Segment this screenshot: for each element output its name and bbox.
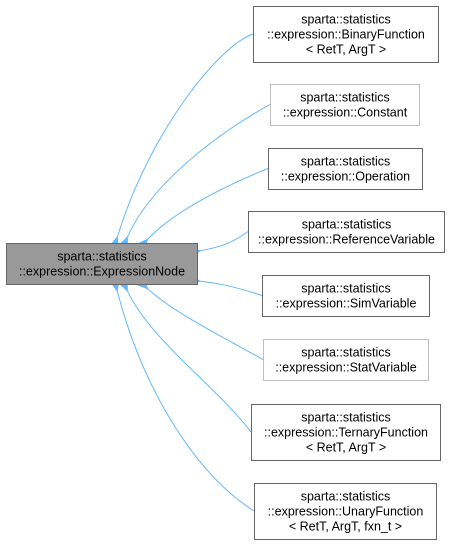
node-ternary-function[interactable]: sparta::statistics::expression::TernaryF… — [251, 404, 441, 461]
node-expression-node[interactable]: sparta::statistics::expression::Expressi… — [6, 243, 198, 285]
node-reference-variable-label-line: ::expression::ReferenceVariable — [258, 233, 435, 247]
inheritance-edge-sim-variable — [199, 281, 263, 296]
node-stat-variable-box[interactable] — [263, 339, 429, 381]
inheritance-edges — [117, 33, 271, 512]
inheritance-edge-constant — [127, 104, 271, 239]
node-binary-function[interactable]: sparta::statistics::expression::BinaryFu… — [253, 6, 439, 63]
node-constant-label-line: sparta::statistics — [300, 91, 390, 105]
node-operation[interactable]: sparta::statistics::expression::Operatio… — [268, 148, 423, 190]
node-sim-variable-box[interactable] — [262, 275, 430, 317]
node-expression-node-label-line: ::expression::ExpressionNode — [19, 265, 185, 279]
node-sim-variable-label-line: ::expression::SimVariable — [276, 297, 417, 311]
node-expression-node-box[interactable] — [6, 243, 198, 285]
node-binary-function-label-line: ::expression::BinaryFunction — [267, 28, 425, 42]
inheritance-edge-operation — [147, 168, 269, 241]
node-operation-label-line: ::expression::Operation — [281, 170, 410, 184]
node-ternary-function-label-line: < RetT, ArgT > — [306, 441, 386, 455]
node-reference-variable-box[interactable] — [248, 211, 445, 253]
node-stat-variable[interactable]: sparta::statistics::expression::StatVari… — [263, 339, 429, 381]
node-stat-variable-label-line: ::expression::StatVariable — [275, 361, 417, 375]
node-unary-function[interactable]: sparta::statistics::expression::UnaryFun… — [254, 483, 437, 540]
node-binary-function-label-line: < RetT, ArgT > — [306, 43, 386, 57]
node-unary-function-label-line: < RetT, ArgT, fxn_t > — [289, 520, 402, 534]
node-unary-function-label-line: sparta::statistics — [301, 490, 391, 504]
node-constant-box[interactable] — [270, 84, 420, 126]
node-stat-variable-label-line: sparta::statistics — [301, 346, 391, 360]
inheritance-edge-stat-variable — [147, 288, 264, 360]
inheritance-edge-binary-function — [117, 33, 254, 238]
class-nodes: sparta::statistics::expression::Expressi… — [6, 6, 445, 540]
inheritance-edge-ternary-function — [127, 290, 252, 433]
node-ternary-function-box[interactable] — [251, 404, 441, 461]
node-operation-label-line: sparta::statistics — [301, 155, 391, 169]
node-reference-variable-label-line: sparta::statistics — [302, 218, 392, 232]
node-binary-function-box[interactable] — [253, 6, 439, 63]
node-expression-node-label-line: sparta::statistics — [57, 250, 147, 264]
node-reference-variable[interactable]: sparta::statistics::expression::Referenc… — [248, 211, 445, 253]
node-sim-variable[interactable]: sparta::statistics::expression::SimVaria… — [262, 275, 430, 317]
node-unary-function-label-line: ::expression::UnaryFunction — [268, 505, 424, 519]
node-operation-box[interactable] — [268, 148, 423, 190]
node-ternary-function-label-line: sparta::statistics — [301, 411, 391, 425]
node-binary-function-label-line: sparta::statistics — [301, 13, 391, 27]
inheritance-edge-unary-function — [117, 290, 255, 512]
node-constant-label-line: ::expression::Constant — [283, 106, 408, 120]
node-constant[interactable]: sparta::statistics::expression::Constant — [270, 84, 420, 126]
inheritance-edge-reference-variable — [199, 231, 249, 252]
node-sim-variable-label-line: sparta::statistics — [301, 282, 391, 296]
node-ternary-function-label-line: ::expression::TernaryFunction — [264, 426, 428, 440]
node-unary-function-box[interactable] — [254, 483, 437, 540]
